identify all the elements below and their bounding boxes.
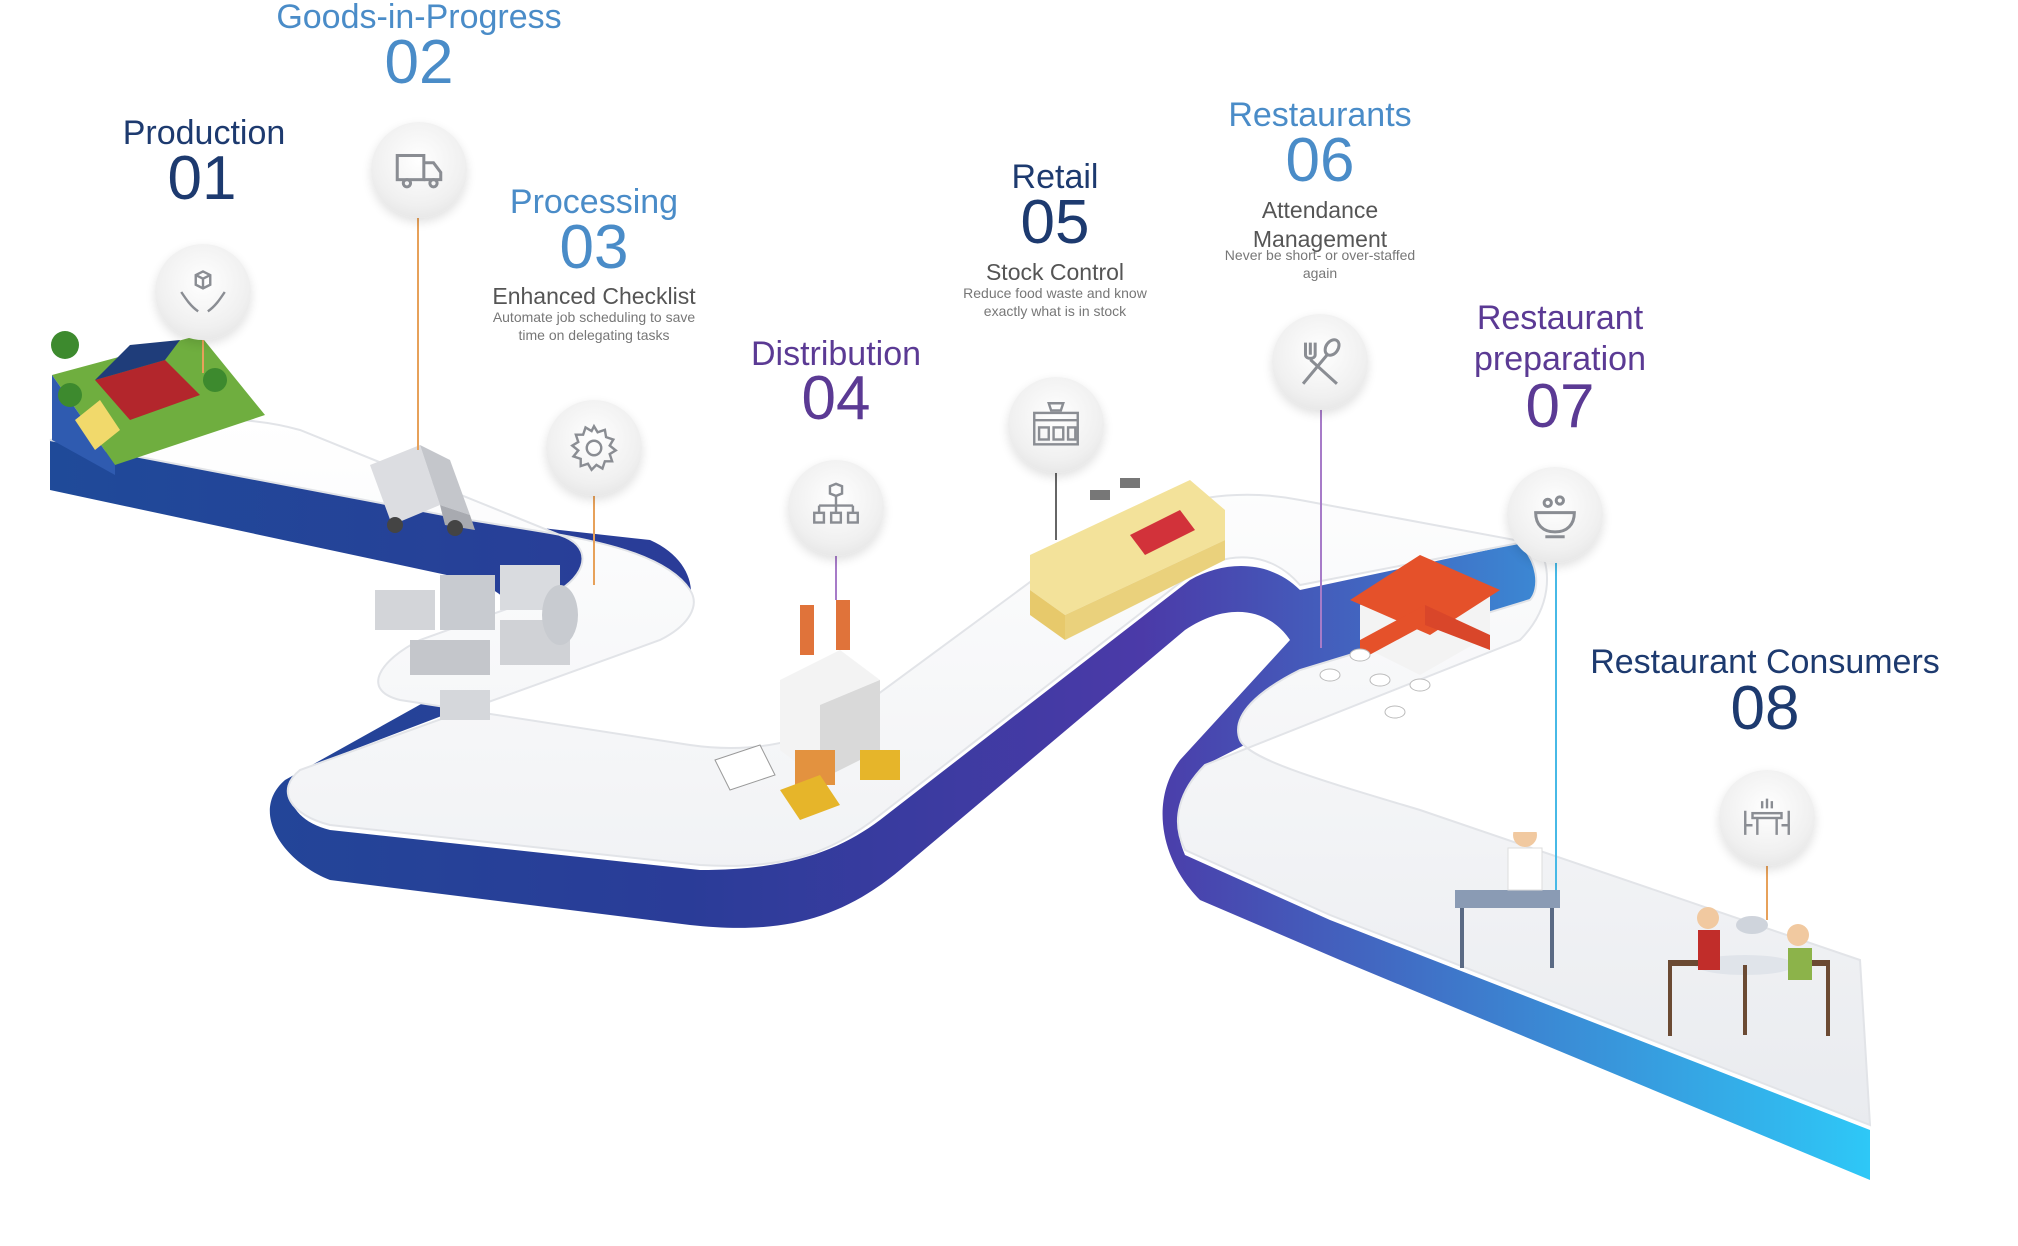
pin-02 [417,218,419,450]
gear-icon [546,400,642,496]
stage-05-number: 05 [1020,188,1090,257]
stage-04-title: Distribution [750,335,922,373]
stage-07-title: Restaurant preparation [1473,299,1646,379]
stage-05-subtitle: Stock Control [985,259,1125,285]
stage-06-subtitle: Attendance Management [1252,197,1388,252]
stage-03-subtitle: Enhanced Checklist [492,283,696,309]
truck-icon [371,122,467,218]
stage-01-number: 01 [167,144,237,213]
processing-plant-illustration [375,565,578,720]
pin-01 [202,338,204,373]
distribution-warehouse-illustration [714,600,900,820]
fork-spoon-icon [1272,314,1368,410]
chef-illustration [1455,822,1560,968]
stage-04-number: 04 [801,364,871,433]
restaurant-building-illustration [1350,555,1500,675]
pin-04 [835,555,837,600]
stage-03-number: 03 [559,213,629,282]
stage-05-description: Reduce food waste and know exactly what … [963,285,1147,320]
store-icon [1008,377,1104,473]
retail-store-illustration [1030,478,1225,640]
stage-06-description: Never be short- or over-staffed again [1224,247,1416,282]
stage-05-title: Retail [1011,158,1099,196]
stage-03-title: Processing [509,183,679,221]
bowl-icon [1507,467,1603,563]
stage-02-number: 02 [384,28,454,97]
pin-03 [593,495,595,585]
restaurant-guests-illustration [1319,648,1431,719]
stage-08-number: 08 [1730,674,1800,743]
farm-illustration [51,331,265,475]
network-icon [788,460,884,556]
truck-illustration [370,445,475,536]
pin-06 [1320,408,1322,648]
dining-table-icon [1719,770,1815,866]
pin-05 [1055,470,1057,540]
stage-06-number: 06 [1285,126,1355,195]
hands-box-icon [155,244,251,340]
road-top [49,418,1872,1127]
stage-01-title: Production [122,114,286,152]
stage-07-number: 07 [1525,372,1595,441]
stage-03-description: Automate job scheduling to save time on … [492,309,696,344]
pin-08 [1766,860,1768,920]
stage-02-title: Goods-in-Progress [276,0,562,36]
stage-06-title: Restaurants [1228,96,1412,134]
stage-08-title: Restaurant Consumers [1590,643,1940,681]
diners-illustration [1668,907,1830,1036]
pin-07 [1555,560,1557,890]
